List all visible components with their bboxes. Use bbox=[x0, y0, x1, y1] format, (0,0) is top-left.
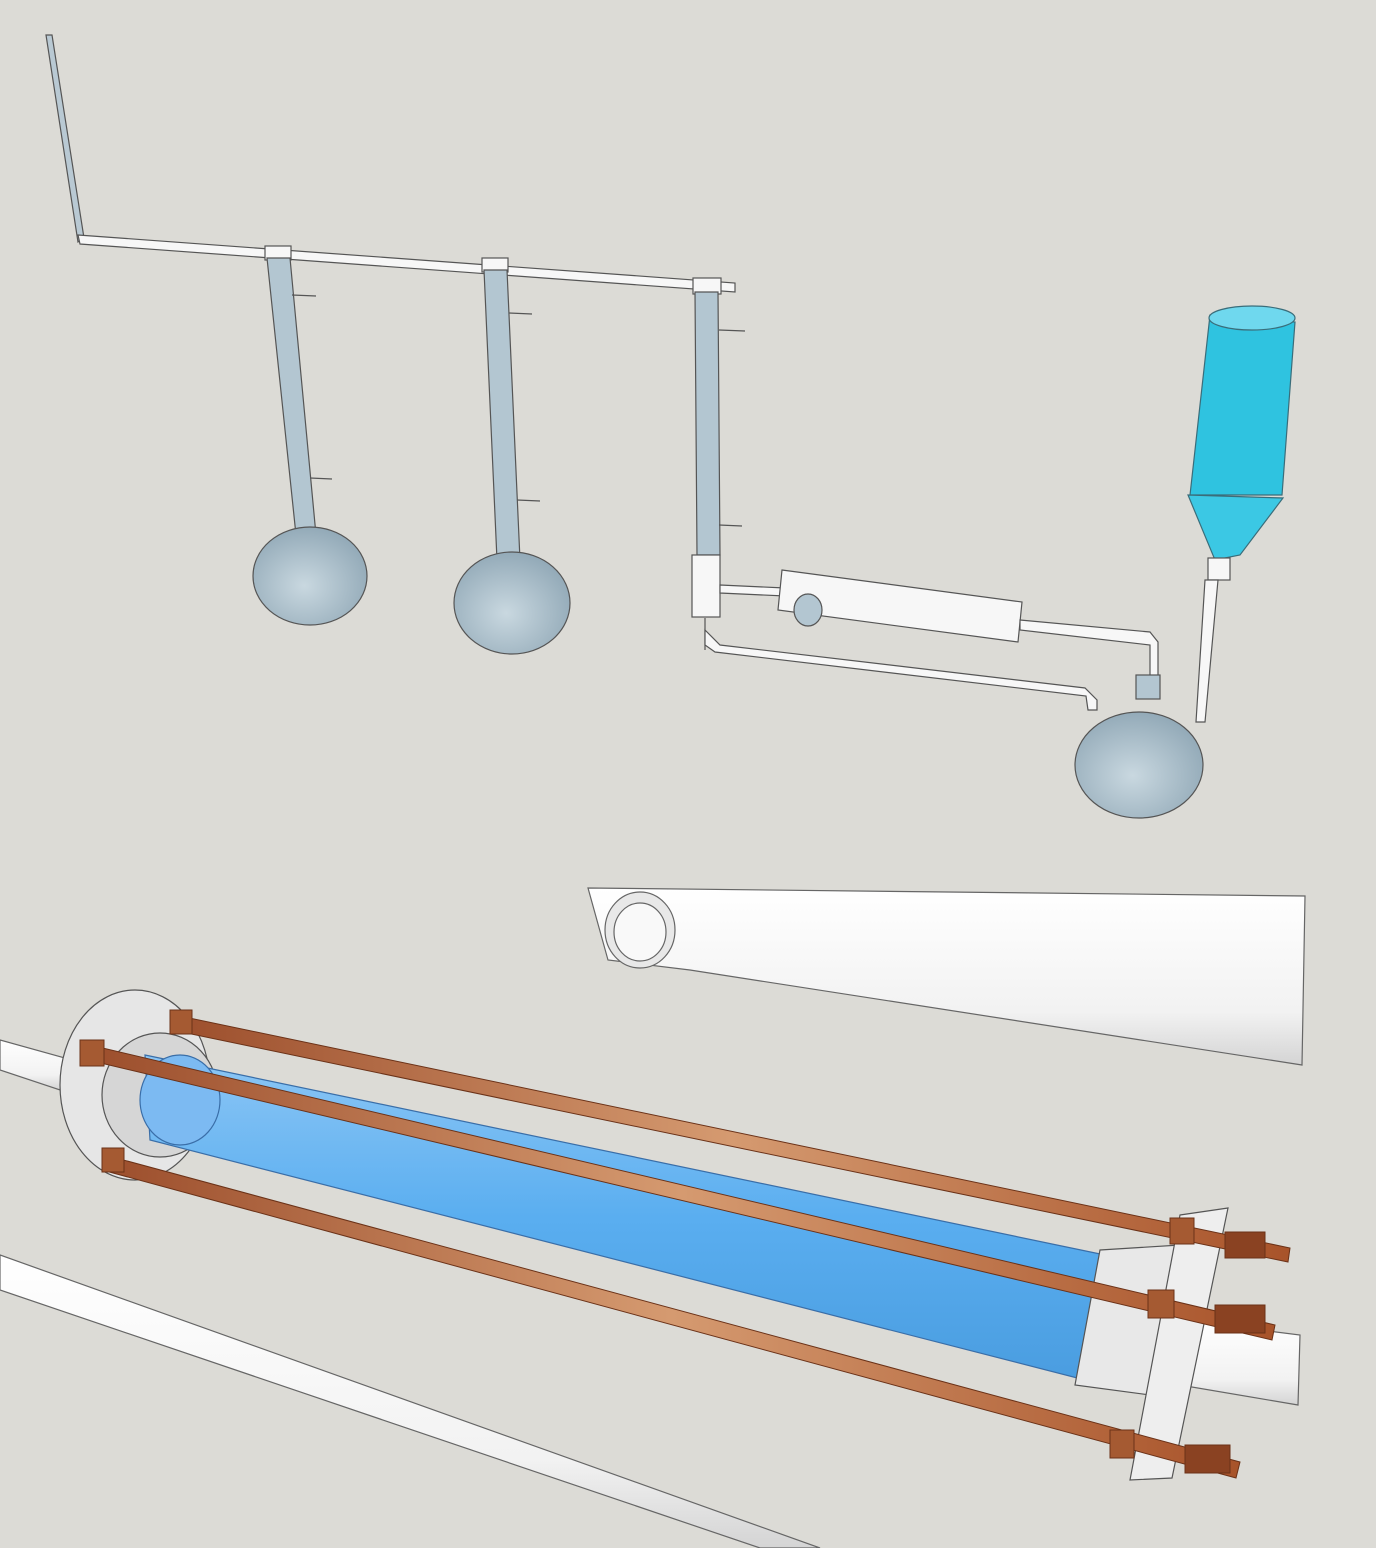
condenser bbox=[704, 569, 1204, 819]
reservoir-bottle bbox=[1187, 305, 1296, 723]
tie-rod bbox=[87, 1044, 1276, 1341]
outer-white-tube bbox=[587, 887, 1306, 1066]
nut bbox=[101, 1147, 125, 1173]
column-1 bbox=[252, 245, 368, 626]
nut bbox=[79, 1039, 105, 1067]
flask-2 bbox=[453, 551, 571, 655]
nut bbox=[1169, 1217, 1195, 1245]
manifold bbox=[45, 34, 736, 293]
nut bbox=[1214, 1304, 1266, 1334]
column-2 bbox=[453, 257, 571, 655]
nut bbox=[1147, 1289, 1175, 1319]
column-3 bbox=[691, 277, 746, 618]
right-flange bbox=[1074, 1207, 1229, 1481]
flask-1 bbox=[252, 526, 368, 626]
manifold-pipe bbox=[77, 234, 736, 293]
receiving-flask bbox=[1074, 711, 1204, 819]
vent-pipe bbox=[45, 34, 85, 244]
nut bbox=[1224, 1231, 1266, 1259]
tie-rods bbox=[79, 1009, 1291, 1479]
nut bbox=[169, 1009, 193, 1035]
column-3-fitting bbox=[691, 554, 721, 618]
nut bbox=[1184, 1444, 1231, 1474]
nut bbox=[1109, 1429, 1135, 1459]
